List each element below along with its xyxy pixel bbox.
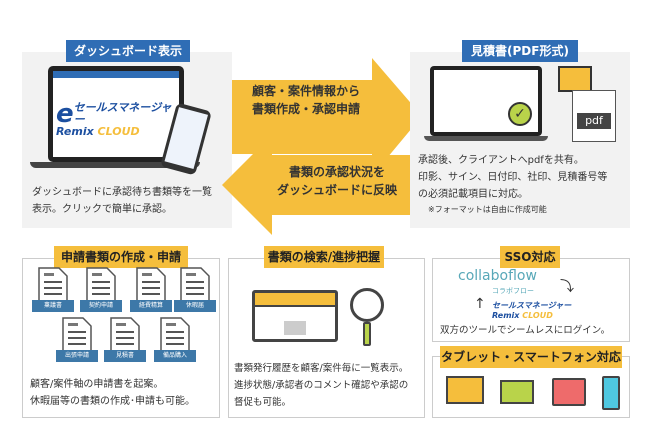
- pdf-file-icon: pdf: [572, 90, 616, 142]
- sso-description: 双方のツールでシームレスにログイン。: [440, 325, 611, 336]
- document-label: 見積書: [104, 350, 146, 362]
- smartphone-icon: [602, 376, 620, 410]
- search-title: 書類の検索/進捗把握: [264, 246, 384, 268]
- arrow-up-icon: ↑: [474, 296, 486, 312]
- sso-title: SSO対応: [500, 246, 560, 268]
- document-icon: [178, 266, 212, 312]
- back-arrow-label: 書類の承認状況をダッシュボードに反映: [276, 165, 397, 197]
- dashboard-description: ダッシュボードに承認待ち書類等を一覧表示。クリックで簡単に承認。: [32, 187, 212, 215]
- back-arrow: [222, 135, 412, 235]
- collaboflow-logo: collaboflow: [458, 268, 537, 284]
- format-note: ※フォーマットは自由に作成可能: [428, 205, 547, 214]
- mail-icon: [558, 66, 592, 92]
- document-icon: [84, 266, 118, 312]
- estimate-description: 承認後、クライアントへpdfを共有。印影、サイン、日付印、社印、見積番号等の必須…: [418, 155, 608, 200]
- document-label: 備品購入: [154, 350, 196, 362]
- collaboflow-kana: コラボフロー: [492, 287, 534, 295]
- document-label: 休暇届: [174, 300, 216, 312]
- tablet-icon: [552, 378, 586, 406]
- arrow-down-icon: ⤵: [560, 279, 574, 295]
- create-title: 申請書類の作成・申請: [54, 246, 188, 268]
- document-label: 経費精算: [130, 300, 172, 312]
- document-icon: [108, 316, 142, 362]
- laptop-document-illustration: [424, 66, 548, 142]
- dashboard-title: ダッシュボード表示: [66, 40, 190, 62]
- magnifier-icon: [350, 288, 384, 322]
- desktop-icon: [446, 376, 484, 404]
- document-label: 契約申請: [80, 300, 122, 312]
- document-label: 出張申請: [56, 350, 98, 362]
- search-description: 書類発行履歴を顧客/案件毎に一覧表示。進捗状態/承認者のコメント確認や承認の督促…: [234, 363, 409, 408]
- create-description: 顧客/案件軸の申請書を起案。休暇届等の書類の作成･申請も可能。: [30, 379, 195, 407]
- magnifier-handle: [363, 322, 371, 346]
- laptop-small-icon: [500, 380, 534, 404]
- check-icon: ✓: [508, 102, 532, 126]
- sso-box: [432, 258, 630, 342]
- document-label: 稟議書: [32, 300, 74, 312]
- estimate-title: 見積書(PDF形式): [462, 40, 578, 62]
- laptop-icon: [252, 290, 338, 342]
- document-icon: [36, 266, 70, 312]
- forward-arrow: [232, 58, 422, 176]
- devices-title: タブレット・スマートフォン対応: [440, 346, 622, 368]
- forward-arrow-label: 顧客・案件情報から書類作成・承認申請: [251, 84, 360, 116]
